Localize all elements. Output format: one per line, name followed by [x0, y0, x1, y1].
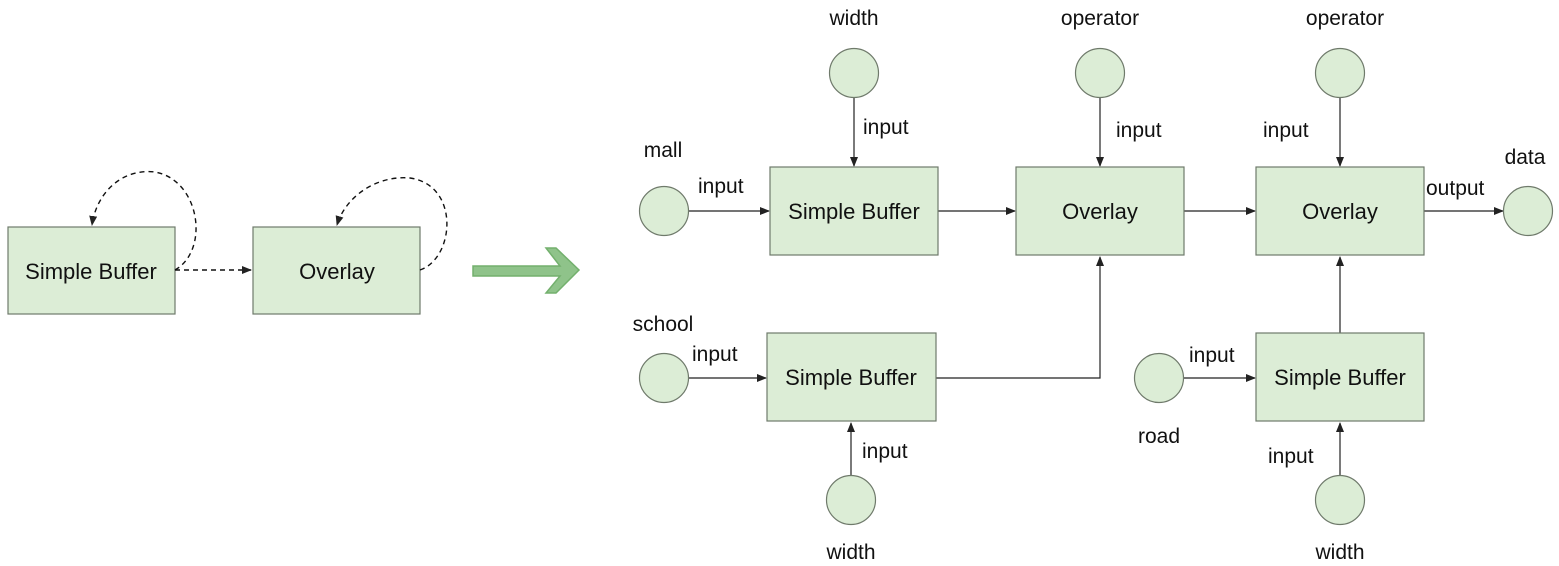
width-top-input-label: input — [863, 116, 909, 139]
transform-arrow-icon — [472, 247, 581, 294]
operator-2-node-label: operator — [1306, 7, 1384, 30]
school-input-label: input — [692, 343, 738, 366]
overlay-1-box — [1015, 166, 1185, 256]
width-bottom-2-node-label: width — [1314, 541, 1364, 564]
left-overlay-self-loop — [335, 177, 448, 271]
road-node — [1133, 352, 1185, 404]
left-simple-buffer-label: Simple Buffer — [25, 259, 157, 284]
data-node-label: data — [1505, 146, 1546, 169]
mall-input-label: input — [698, 175, 744, 198]
operator-2-input-label: input — [1263, 119, 1309, 142]
road-node-label: road — [1138, 425, 1180, 448]
width-bottom-2-input-label: input — [1268, 445, 1314, 468]
overlay-1-label: Overlay — [1062, 199, 1138, 224]
width-bottom-2-node — [1314, 474, 1366, 526]
width-bottom-1-input-label: input — [862, 440, 908, 463]
width-bottom-1-node-label: width — [825, 541, 875, 564]
simple-buffer-mid-box — [766, 332, 937, 422]
overlay-2-label: Overlay — [1302, 199, 1378, 224]
simple-buffer-top-box — [769, 166, 939, 256]
school-node — [638, 352, 690, 404]
operator-1-node — [1074, 47, 1126, 99]
road-input-label: input — [1189, 344, 1235, 367]
operator-1-input-label: input — [1116, 119, 1162, 142]
simple-buffer-right-box — [1255, 332, 1425, 422]
left-overlay-box — [252, 226, 421, 315]
right-diagram: Simple Buffer Overlay Overlay Simple Buf… — [633, 7, 1554, 564]
left-overlay-label: Overlay — [299, 259, 375, 284]
operator-1-node-label: operator — [1061, 7, 1139, 30]
width-top-node — [828, 47, 880, 99]
buffer-mid-to-overlay1-edge — [936, 256, 1104, 379]
left-diagram: Simple Buffer Overlay — [7, 170, 448, 315]
output-label: output — [1426, 177, 1485, 200]
school-node-label: school — [633, 313, 694, 336]
simple-buffer-mid-label: Simple Buffer — [785, 365, 917, 390]
left-simple-buffer-box — [7, 226, 176, 315]
overlay-2-box — [1255, 166, 1425, 256]
data-node — [1502, 185, 1554, 237]
mall-node — [638, 185, 690, 237]
simple-buffer-top-label: Simple Buffer — [788, 199, 920, 224]
operator-2-node — [1314, 47, 1366, 99]
width-top-node-label: width — [828, 7, 878, 30]
simple-buffer-right-label: Simple Buffer — [1274, 365, 1406, 390]
width-bottom-1-node — [825, 474, 877, 526]
mall-node-label: mall — [644, 139, 683, 162]
